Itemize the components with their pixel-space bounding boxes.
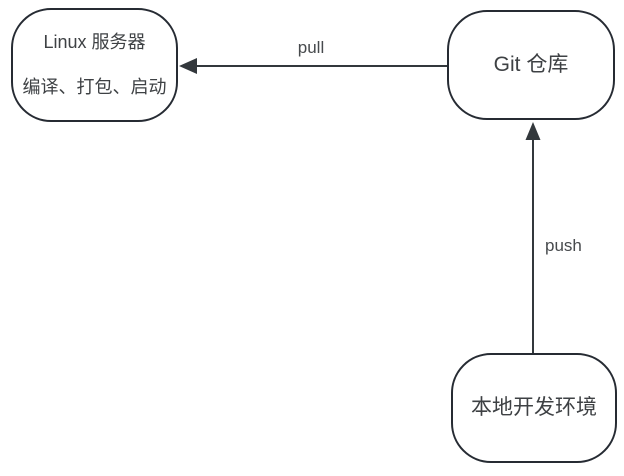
node-linux-server-title: Linux 服务器 <box>43 32 146 53</box>
push-arrowhead-icon <box>525 122 541 140</box>
node-local-dev: 本地开发环境 <box>451 353 617 463</box>
pull-arrowhead-icon <box>179 58 197 74</box>
node-linux-server-subtitle: 编译、打包、启动 <box>22 77 167 97</box>
edge-label-push: push <box>545 236 582 255</box>
node-local-dev-label: 本地开发环境 <box>471 395 597 419</box>
edge-label-pull: pull <box>297 38 325 57</box>
node-git-repo-label: Git 仓库 <box>493 52 569 76</box>
node-linux-server: Linux 服务器 编译、打包、启动 <box>11 8 178 122</box>
node-git-repo: Git 仓库 <box>447 10 615 120</box>
